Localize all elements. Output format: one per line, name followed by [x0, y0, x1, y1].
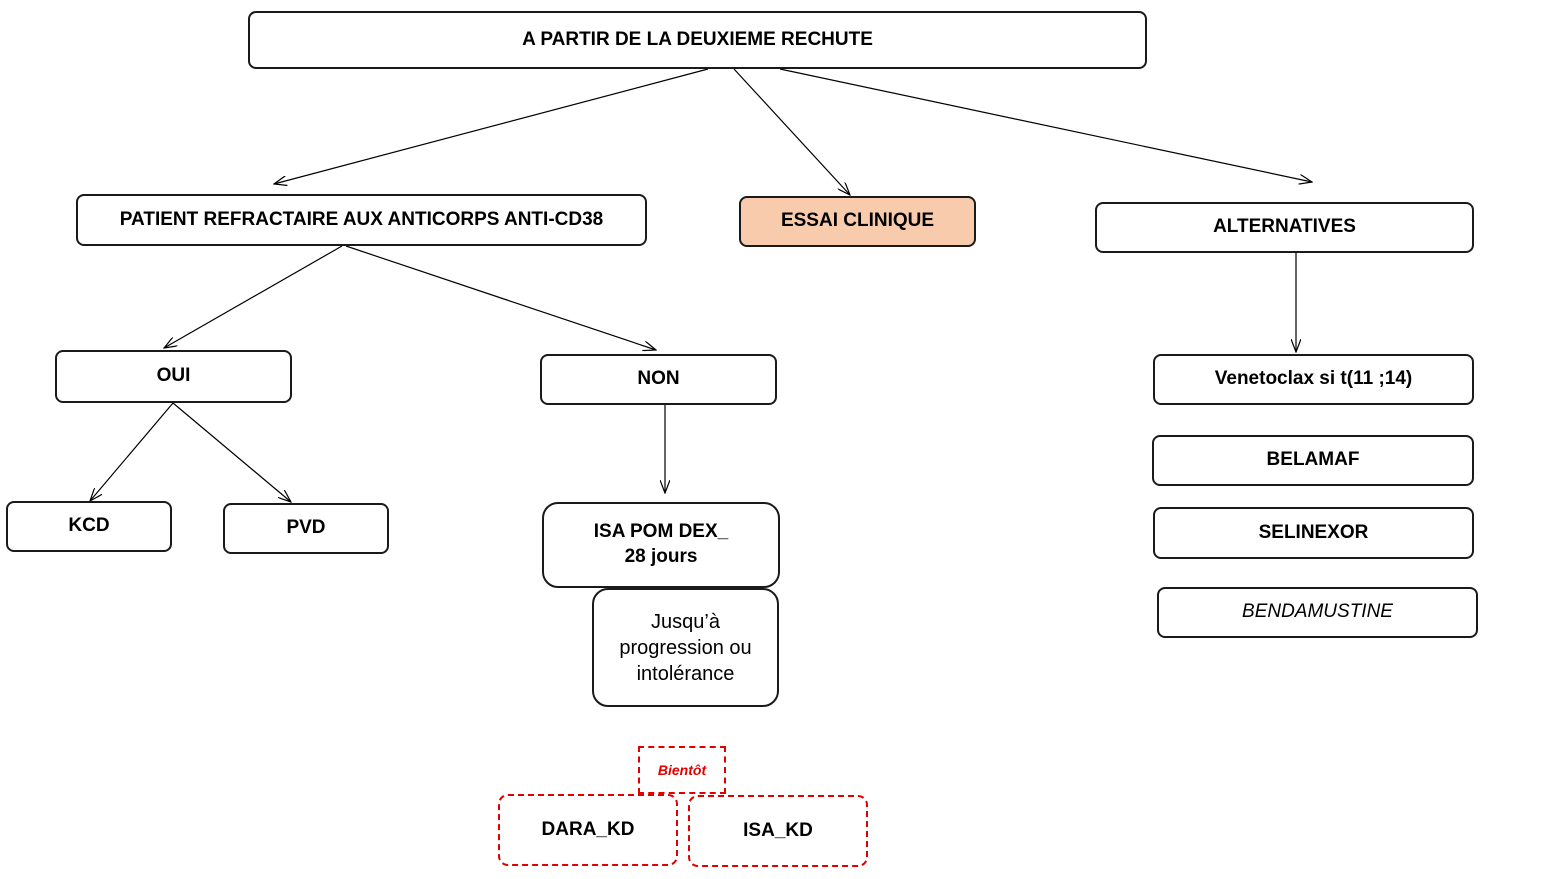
clinical-trial-box: ESSAI CLINIQUE — [739, 196, 976, 247]
soon-badge: Bientôt — [638, 746, 726, 794]
belamaf-box: BELAMAF — [1152, 435, 1474, 486]
arrow-root-to-trial — [733, 68, 850, 195]
isa-pom-dex-line1: ISA POM DEX_ — [593, 521, 729, 543]
clinical-trial-label: ESSAI CLINIQUE — [780, 210, 935, 232]
isa-kd-label: ISA_KD — [743, 819, 813, 841]
belamaf-label: BELAMAF — [1266, 449, 1360, 471]
kcd-box: KCD — [6, 501, 172, 552]
isa-kd-box: ISA_KD — [688, 795, 868, 867]
venetoclax-label: Venetoclax si t(11 ;14) — [1214, 368, 1413, 390]
arrow-root-to-refractory — [274, 68, 709, 184]
isa-pom-dex-box: ISA POM DEX_ 28 jours — [542, 502, 780, 588]
until-progression-line2: progression ou — [619, 636, 752, 659]
refractory-box: PATIENT REFRACTAIRE AUX ANTICORPS ANTI-C… — [76, 194, 647, 246]
arrow-root-to-alternatives — [779, 68, 1312, 182]
bendamustine-label: BENDAMUSTINE — [1242, 601, 1393, 623]
isa-pom-dex-line2: 28 jours — [624, 546, 698, 567]
yes-label: OUI — [156, 365, 191, 387]
venetoclax-box: Venetoclax si t(11 ;14) — [1153, 354, 1474, 405]
until-progression-line1: Jusqu’à — [651, 610, 720, 633]
until-progression-box: Jusqu’à progression ou intolérance — [592, 588, 779, 707]
pvd-label: PVD — [286, 517, 326, 539]
bendamustine-box: BENDAMUSTINE — [1157, 587, 1478, 638]
refractory-label: PATIENT REFRACTAIRE AUX ANTICORPS ANTI-C… — [119, 208, 604, 230]
pvd-box: PVD — [223, 503, 389, 554]
kcd-label: KCD — [68, 515, 110, 537]
yes-box: OUI — [55, 350, 292, 403]
arrow-refractory-to-yes — [164, 245, 343, 348]
dara-kd-box: DARA_KD — [498, 794, 678, 866]
dara-kd-label: DARA_KD — [541, 818, 635, 840]
arrow-refractory-to-no — [345, 245, 656, 350]
arrow-yes-to-kcd — [90, 402, 174, 501]
arrow-yes-to-pvd — [172, 402, 291, 502]
selinexor-box: SELINEXOR — [1153, 507, 1474, 559]
alternatives-label: ALTERNATIVES — [1213, 216, 1356, 238]
root-box: A PARTIR DE LA DEUXIEME RECHUTE — [248, 11, 1147, 69]
selinexor-label: SELINEXOR — [1258, 521, 1369, 543]
until-progression-line3: intolérance — [636, 662, 735, 685]
soon-label: Bientôt — [657, 762, 707, 778]
alternatives-box: ALTERNATIVES — [1095, 202, 1474, 253]
no-label: NON — [637, 368, 680, 390]
no-box: NON — [540, 354, 777, 405]
root-label: A PARTIR DE LA DEUXIEME RECHUTE — [522, 28, 873, 50]
